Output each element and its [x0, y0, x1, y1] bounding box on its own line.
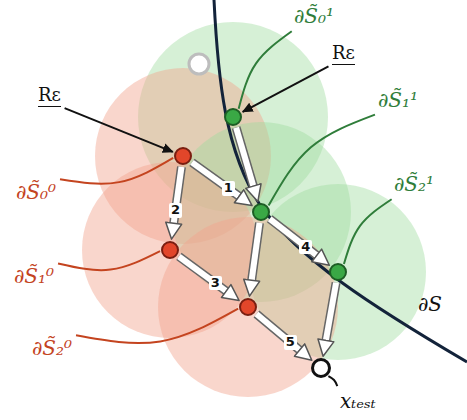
step-number: 2 — [169, 203, 182, 217]
step-arrow-group — [179, 256, 226, 291]
sample-dot: ∂S̃₀⁰ — [174, 147, 192, 165]
sample-dot: ∂S̃₂⁰ — [239, 298, 257, 316]
leader-lines — [58, 31, 392, 386]
radius-arrow — [243, 66, 329, 111]
step-arrow — [326, 283, 336, 341]
sample-dot: ∂S̃₀¹ — [224, 108, 242, 126]
leader-line — [58, 251, 160, 270]
step-arrow-outline — [179, 256, 226, 291]
step-arrow-outline — [236, 128, 253, 187]
leader-line — [344, 199, 392, 264]
step-arrow — [236, 128, 253, 187]
step-number: 3 — [209, 276, 222, 290]
radius-circle — [158, 217, 338, 397]
step-arrow — [192, 162, 239, 196]
node-label: ∂S̃₀⁰ — [16, 180, 56, 204]
leader-line — [328, 376, 337, 386]
step-arrow-group — [192, 162, 239, 196]
step-arrow-group — [270, 219, 317, 256]
boundary-label: ∂S — [418, 292, 442, 316]
radius-arrow — [65, 108, 173, 152]
step-arrow-outline — [256, 314, 299, 350]
radius-label: Rε — [38, 84, 61, 107]
step-arrow — [270, 219, 317, 256]
step-arrow-outline — [192, 162, 239, 196]
node-label: xₜₑₛₜ — [340, 389, 376, 413]
step-arrow-outline — [326, 283, 336, 341]
step-arrow-group — [256, 314, 299, 350]
leader-line — [60, 158, 173, 184]
leader-line — [269, 115, 375, 206]
node-label: ∂S̃₂¹ — [394, 172, 434, 196]
step-arrow-outline — [270, 219, 317, 256]
node-label: ∂S̃₁⁰ — [14, 264, 54, 288]
sample-dot: ∂S̃₂¹ — [329, 263, 347, 281]
radius-circles — [82, 22, 426, 397]
sample-dot: ∂S̃₁¹ — [252, 203, 270, 221]
step-arrow — [252, 223, 260, 280]
step-arrow-group — [326, 283, 336, 341]
step-number: 1 — [222, 181, 235, 195]
sample-dot: xₜₑₛₜ — [311, 358, 331, 378]
node-label: ∂S̃₂⁰ — [32, 336, 72, 360]
step-arrow-outline — [252, 223, 260, 280]
leader-line — [76, 309, 238, 343]
step-arrow-group — [252, 223, 260, 280]
step-arrow — [179, 256, 226, 291]
leader-line — [239, 31, 292, 108]
boundary-curve — [214, 0, 467, 362]
step-number: 4 — [299, 240, 312, 254]
grey-sample — [189, 54, 209, 74]
sample-dot: ∂S̃₁⁰ — [161, 241, 179, 259]
node-label: ∂S̃₀¹ — [294, 4, 334, 28]
step-arrow — [256, 314, 299, 350]
radius-label: Rε — [332, 42, 355, 65]
step-number: 5 — [284, 335, 297, 349]
node-label: ∂S̃₁¹ — [378, 88, 418, 112]
step-arrow-group — [236, 128, 253, 187]
